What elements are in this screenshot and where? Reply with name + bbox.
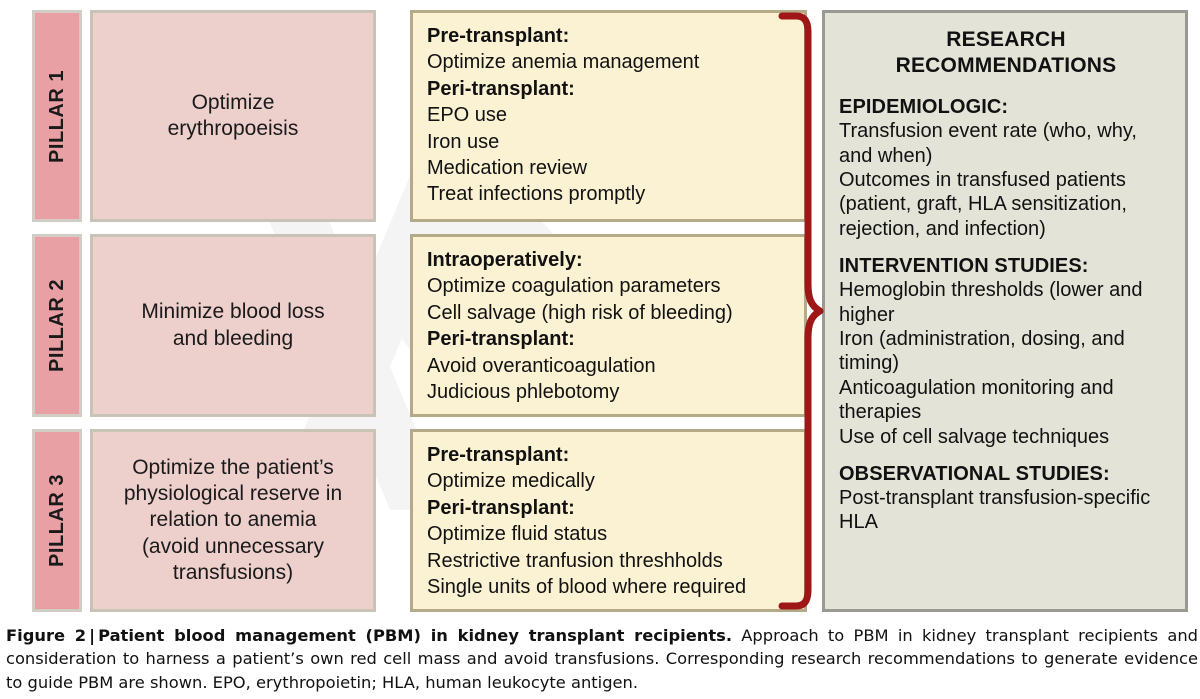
pillar-tab-3: PILLAR 3 <box>32 429 82 612</box>
research-item: Iron (administration, dosing, and timing… <box>839 327 1125 375</box>
research-item: Transfusion event rate (who, why, and wh… <box>839 120 1137 167</box>
action-group-heading: Pre-transplant: <box>427 444 570 466</box>
research-item: Outcomes in transfused patients (patient… <box>839 169 1127 240</box>
figure-caption-separator: | <box>89 626 96 645</box>
figure-caption-body: Approach to PBM in kidney transplant rec… <box>6 626 1198 692</box>
pillar-actions-3: Pre-transplant: Optimize medically Peri-… <box>410 429 807 612</box>
research-section-heading: EPIDEMIOLOGIC: <box>839 96 1009 119</box>
action-group-heading: Peri-transplant: <box>427 328 575 351</box>
research-item: Anticoagulation monitoring and therapies <box>839 376 1114 424</box>
action-item: Restrictive tranfusion threshholds <box>427 549 723 572</box>
action-group-heading: Peri-transplant: <box>427 496 575 519</box>
figure-caption: Figure 2|Patient blood management (PBM) … <box>0 624 1200 694</box>
action-group-heading: Pre-transplant: <box>427 25 570 47</box>
action-item: Optimize medically <box>427 470 595 493</box>
action-item: Optimize coagulation parameters <box>427 275 721 298</box>
research-item: Use of cell salvage techniques <box>839 425 1110 448</box>
research-section-heading: OBSERVATIONAL STUDIES: <box>839 462 1110 485</box>
action-item: Cell salvage (high risk of bleeding) <box>427 301 733 324</box>
research-item: Hemoglobin thresholds (lower and higher <box>839 279 1143 326</box>
action-item: Medication review <box>427 156 588 179</box>
action-item: Treat infections promptly <box>427 183 646 206</box>
action-item: Single units of blood where required <box>427 575 747 598</box>
pillar-tab-label: PILLAR 2 <box>45 279 68 372</box>
curly-brace-icon <box>778 12 824 610</box>
action-item: Optimize fluid status <box>427 523 608 546</box>
research-section-heading: INTERVENTION STUDIES: <box>839 255 1089 278</box>
pillar-tab-1: PILLAR 1 <box>32 10 82 222</box>
pillar-tab-label: PILLAR 1 <box>45 69 68 163</box>
action-group-heading: Peri-transplant: <box>427 77 575 100</box>
action-item: Judicious phlebotomy <box>427 380 620 403</box>
research-item: Post-transplant transfusion-specific HLA <box>839 486 1151 534</box>
pillar-actions-2: Intraoperatively: Optimize coagulation p… <box>410 234 807 417</box>
figure-caption-label: Figure 2 <box>6 626 87 645</box>
research-section-epidemiologic: EPIDEMIOLOGIC: Transfusion event rate (w… <box>839 96 1173 241</box>
action-item: Optimize anemia management <box>427 51 700 74</box>
pillar-actions-1: Pre-transplant: Optimize anemia manageme… <box>410 10 807 222</box>
pillar-tab-label: PILLAR 3 <box>45 474 68 567</box>
research-section-observational-studies: OBSERVATIONAL STUDIES: Post-transplant t… <box>839 463 1173 535</box>
action-item: EPO use <box>427 104 508 127</box>
pillar-tab-2: PILLAR 2 <box>32 234 82 417</box>
research-section-intervention-studies: INTERVENTION STUDIES: Hemoglobin thresho… <box>839 255 1173 449</box>
figure-caption-title: Patient blood management (PBM) in kidney… <box>98 626 733 645</box>
action-item: Avoid overanticoagulation <box>427 354 656 377</box>
action-item: Iron use <box>427 130 500 153</box>
action-group-heading: Intraoperatively: <box>427 249 583 271</box>
